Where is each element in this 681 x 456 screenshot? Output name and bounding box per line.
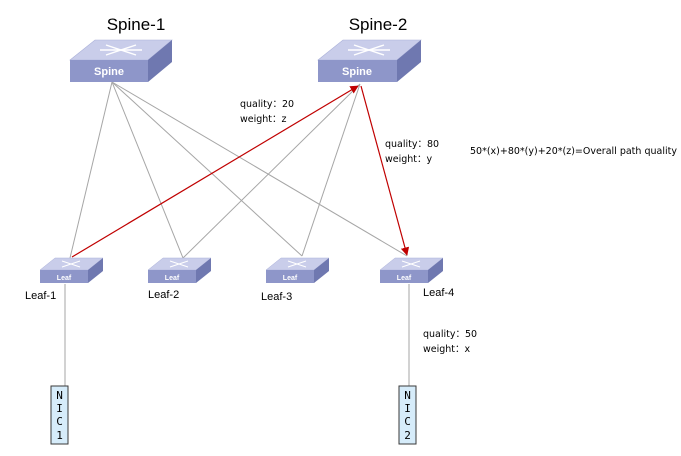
annotation-weight-spine2-leaf4: weight：y bbox=[385, 154, 433, 165]
leaf-badge: Leaf bbox=[57, 275, 72, 282]
spine2-links bbox=[182, 83, 361, 259]
switch-arrows-icon bbox=[348, 44, 390, 56]
annotation-quality-leaf4-nic2: quality：50 bbox=[423, 329, 477, 340]
link-spine1-leaf4 bbox=[111, 81, 408, 257]
link-spine2-leaf2 bbox=[182, 83, 361, 259]
link-spine1-leaf3 bbox=[111, 81, 303, 257]
switch-side-face bbox=[314, 258, 329, 283]
leaf-badge: Leaf bbox=[165, 275, 180, 282]
spine1-links bbox=[69, 81, 408, 259]
switch-front-face bbox=[318, 60, 397, 82]
switch-side-face bbox=[88, 258, 103, 283]
leaf-badge: Leaf bbox=[397, 275, 412, 282]
switch-side-face bbox=[428, 258, 443, 283]
nic-char: 2 bbox=[404, 429, 411, 442]
switch-front-face bbox=[148, 270, 196, 283]
switch-arrows-icon bbox=[401, 260, 421, 268]
nic-char: N bbox=[404, 389, 411, 402]
leaf-switch-4: Leaf bbox=[379, 257, 444, 283]
nic-char: N bbox=[56, 389, 63, 402]
switch-arrows-icon bbox=[287, 260, 307, 268]
spine2-label: Spine-2 bbox=[349, 15, 408, 34]
nic-links bbox=[64, 284, 410, 386]
nic-1: N I C 1 bbox=[50, 385, 69, 445]
leaf1-label: Leaf-1 bbox=[25, 290, 56, 302]
link-spine2-leaf3 bbox=[301, 83, 361, 257]
switch-front-face bbox=[70, 60, 148, 82]
nic-char: C bbox=[56, 415, 63, 428]
switch-front-face bbox=[380, 270, 428, 283]
switch-side-face bbox=[397, 40, 421, 82]
spine-switch-1: Spine bbox=[69, 39, 173, 82]
spine-switch-2: Spine bbox=[317, 39, 422, 82]
nic-box bbox=[398, 385, 417, 445]
switch-arrows-icon bbox=[169, 260, 189, 268]
switch-arrows-icon bbox=[100, 44, 142, 56]
leaf-switch-2: Leaf bbox=[147, 257, 212, 283]
link-spine1-leaf1 bbox=[69, 81, 113, 259]
leaf-switch-1: Leaf bbox=[39, 257, 104, 283]
leaf2-label: Leaf-2 bbox=[148, 289, 179, 301]
annotation-quality-spine2-leaf1: quality：20 bbox=[240, 99, 294, 110]
path-spine2-to-leaf4 bbox=[360, 85, 410, 256]
annotation-quality-spine2-leaf4: quality：80 bbox=[385, 139, 439, 150]
spine1-label: Spine-1 bbox=[107, 15, 166, 34]
nic-2: N I C 2 bbox=[398, 385, 417, 445]
spine-badge: Spine bbox=[94, 66, 124, 78]
spine-badge: Spine bbox=[342, 66, 372, 78]
leaf-switch-3: Leaf bbox=[265, 257, 330, 283]
leaf3-label: Leaf-3 bbox=[261, 291, 292, 303]
leaf-badge: Leaf bbox=[283, 275, 298, 282]
switch-arrows-icon bbox=[61, 260, 81, 268]
switch-front-face bbox=[40, 270, 88, 283]
nic-char: C bbox=[404, 415, 411, 428]
link-spine1-leaf2 bbox=[111, 81, 184, 259]
annotation-weight-spine2-leaf1: weight：z bbox=[240, 114, 287, 125]
nic-char: 1 bbox=[56, 429, 63, 442]
nic-box bbox=[50, 385, 69, 445]
leaf4-label: Leaf-4 bbox=[423, 287, 454, 299]
nic-char: I bbox=[404, 402, 411, 415]
switch-front-face bbox=[266, 270, 314, 283]
annotation-weight-leaf4-nic2: weight：x bbox=[423, 344, 471, 355]
switch-side-face bbox=[148, 40, 172, 82]
highlighted-path bbox=[71, 85, 410, 258]
switch-side-face bbox=[196, 258, 211, 283]
path-quality-formula: 50*(x)+80*(y)+20*(z)=Overall path qualit… bbox=[470, 146, 677, 157]
nic-char: I bbox=[56, 402, 63, 415]
path-leaf1-to-spine2 bbox=[71, 85, 359, 258]
